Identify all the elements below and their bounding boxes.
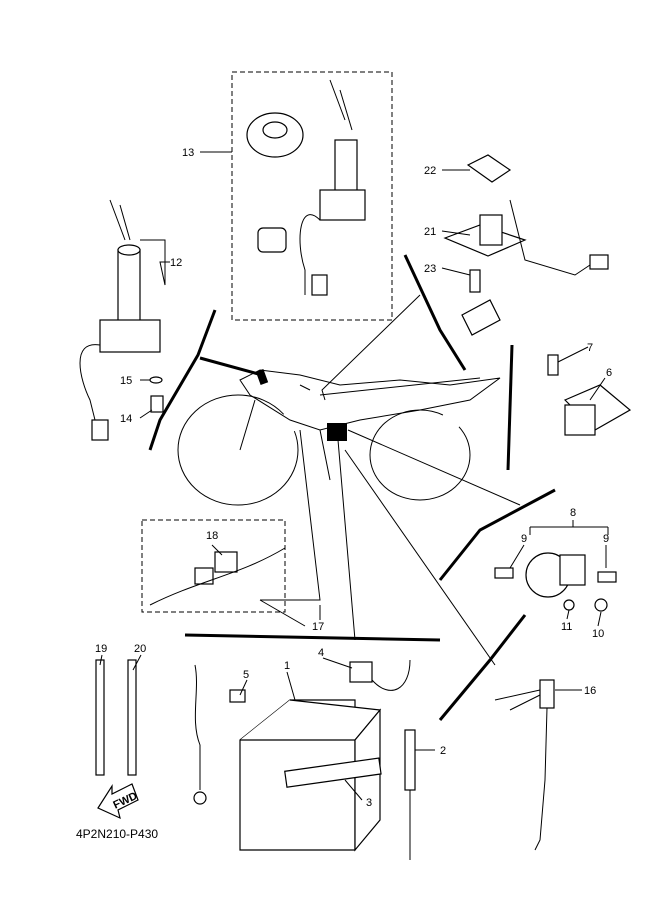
callout-17: 17 <box>312 621 324 633</box>
cable-tie-20 <box>127 659 137 776</box>
callout-2: 2 <box>440 745 446 757</box>
callout-15: 15 <box>120 375 132 387</box>
battery-band-3 <box>284 757 382 788</box>
callout-10: 10 <box>592 628 604 640</box>
callout-21: 21 <box>424 226 436 238</box>
callout-22: 22 <box>424 165 436 177</box>
harness-detail-box <box>141 519 286 613</box>
callout-5: 5 <box>243 669 249 681</box>
callout-6: 6 <box>606 367 612 379</box>
callout-14: 14 <box>120 413 132 425</box>
washer-15 <box>149 376 163 384</box>
callout-20: 20 <box>134 643 146 655</box>
ignition-kit-box <box>231 71 393 321</box>
main-switch-13 <box>334 139 358 196</box>
callout-18: 18 <box>206 530 218 542</box>
seat-lock <box>257 227 287 253</box>
callout-9a: 9 <box>521 533 527 545</box>
callout-13: 13 <box>182 147 194 159</box>
callout-3: 3 <box>366 797 372 809</box>
fwd-arrow-icon: FWD <box>97 783 139 820</box>
callout-leaders <box>99 151 609 801</box>
screw-23 <box>469 269 481 293</box>
switch-16 <box>539 679 555 709</box>
callout-labels: 1 2 3 4 5 6 7 8 9 9 10 11 12 13 14 15 16… <box>95 147 612 809</box>
clip-9b <box>597 571 617 583</box>
washer-11 <box>563 599 575 611</box>
cable-tie-19 <box>95 659 105 776</box>
callout-8: 8 <box>570 507 576 519</box>
callout-11: 11 <box>561 621 572 633</box>
callout-12: 12 <box>170 257 182 269</box>
vent-hose-2 <box>404 729 416 791</box>
connector-marker <box>327 423 347 441</box>
connector-18 <box>214 551 238 573</box>
clip-9a <box>494 567 514 579</box>
main-switch-12 <box>117 249 141 326</box>
callout-19: 19 <box>95 643 107 655</box>
bolt-14 <box>150 395 164 413</box>
callout-1: 1 <box>284 660 290 672</box>
callout-16: 16 <box>584 685 596 697</box>
bolt-7 <box>547 354 559 376</box>
nut-10 <box>594 598 608 612</box>
motorcycle-outline <box>177 369 501 506</box>
callout-9b: 9 <box>603 533 609 545</box>
parts <box>79 79 632 860</box>
diagram-code: 4P2N210-P430 <box>76 827 158 841</box>
callout-4: 4 <box>318 647 324 659</box>
leader-lines <box>148 254 556 721</box>
fuse-cover-4 <box>349 661 373 683</box>
lead-5 <box>229 689 246 703</box>
callout-7: 7 <box>587 342 593 354</box>
callout-23: 23 <box>424 263 436 275</box>
gasket-22 <box>466 154 512 183</box>
